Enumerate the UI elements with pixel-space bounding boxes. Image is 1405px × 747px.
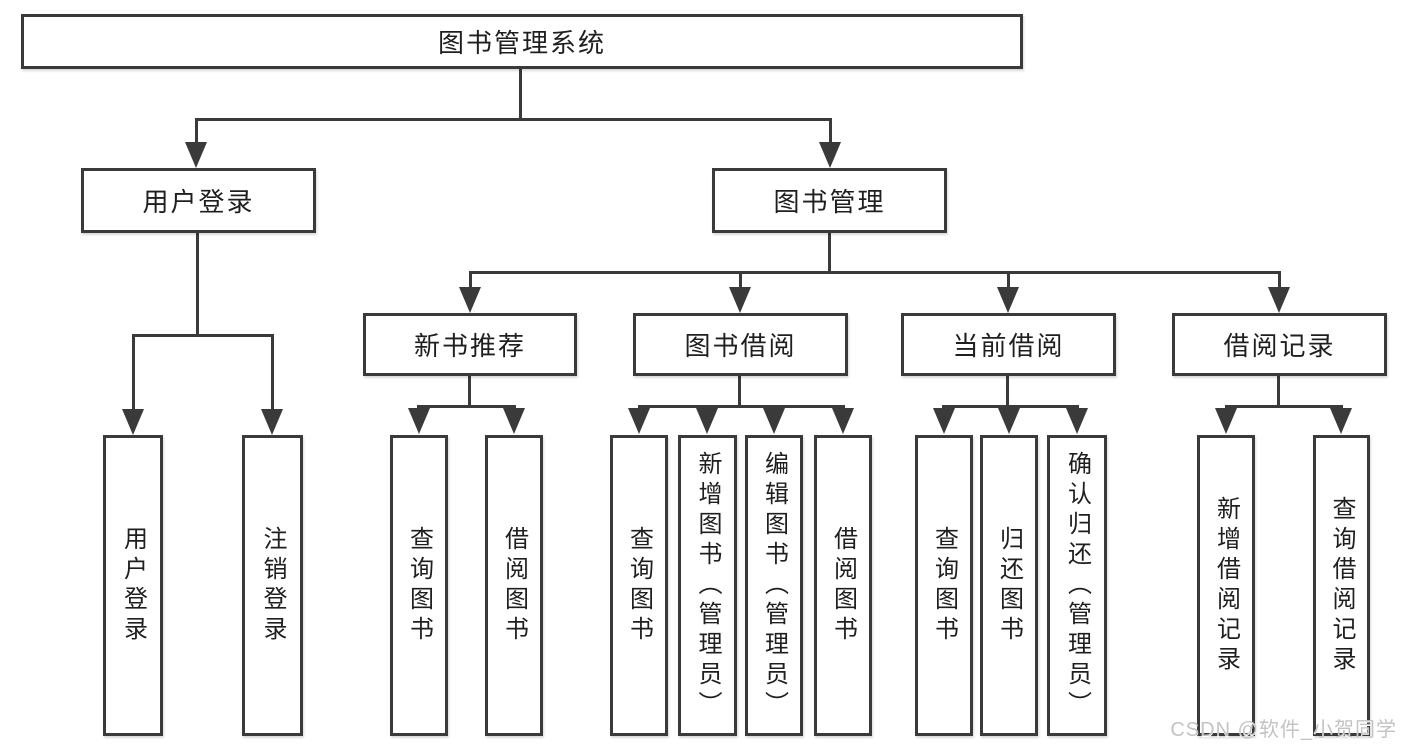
arrowhead-down [696, 408, 718, 434]
node-new-book-recommendation: 新书推荐 [363, 313, 577, 376]
node-user-login: 用户登录 [81, 168, 316, 233]
node-system-root: 图书管理系统 [21, 14, 1023, 69]
node-label: 编辑图书（管理员） [760, 450, 788, 721]
arrowhead-down [997, 287, 1019, 313]
leaf-query-books-current: 查询图书 [915, 435, 973, 736]
node-book-management: 图书管理 [712, 168, 947, 233]
node-current-borrowing: 当前借阅 [901, 313, 1116, 376]
connector-line [942, 405, 1079, 408]
node-label: 新增借阅记录 [1212, 495, 1240, 676]
arrowhead-down [729, 287, 751, 313]
connector-line [417, 405, 516, 408]
arrowhead-down [122, 409, 144, 435]
node-label: 新书推荐 [413, 331, 526, 361]
connector-line [1006, 376, 1009, 407]
arrowhead-down [763, 408, 785, 434]
connector-line [468, 376, 471, 407]
connector-line [828, 233, 831, 273]
leaf-add-books-admin: 新增图书（管理员） [678, 435, 737, 736]
connector-line [1225, 405, 1343, 408]
node-label: 确认归还（管理员） [1063, 450, 1091, 721]
connector-line [271, 336, 274, 411]
leaf-query-borrow-record: 查询借阅记录 [1313, 435, 1370, 736]
node-book-borrowing: 图书借阅 [633, 313, 848, 376]
connector-line [469, 273, 472, 288]
arrowhead-down [459, 287, 481, 313]
connector-line [829, 120, 832, 144]
node-label: 查询图书 [930, 525, 958, 646]
node-label: 当前借阅 [952, 331, 1065, 361]
node-label: 图书管理 [773, 187, 886, 217]
arrowhead-down [1330, 408, 1352, 434]
connector-line [132, 334, 274, 337]
leaf-confirm-return-admin: 确认归还（管理员） [1047, 435, 1107, 736]
node-label: 查询图书 [625, 525, 653, 646]
connector-line [469, 271, 1281, 274]
node-label: 归还图书 [995, 525, 1023, 646]
connector-line [1278, 273, 1281, 288]
node-label: 用户登录 [119, 525, 147, 646]
connector-line [196, 233, 199, 335]
arrowhead-down [933, 408, 955, 434]
arrowhead-down [503, 408, 525, 434]
arrowhead-down [261, 409, 283, 435]
node-label: 用户登录 [142, 187, 255, 217]
node-label: 图书管理系统 [437, 28, 606, 58]
node-label: 查询借阅记录 [1328, 495, 1355, 676]
arrowhead-down [185, 142, 207, 168]
node-borrowing-records: 借阅记录 [1172, 313, 1387, 376]
connector-line [195, 120, 198, 144]
arrowhead-down [1268, 287, 1290, 313]
connector-line [132, 336, 135, 411]
node-label: 图书借阅 [684, 331, 797, 361]
leaf-query-books-borrowing: 查询图书 [610, 435, 668, 736]
arrowhead-down [408, 408, 430, 434]
connector-line [1007, 273, 1010, 288]
arrowhead-down [819, 142, 841, 168]
node-label: 注销登录 [259, 525, 286, 646]
connector-line [195, 118, 832, 121]
arrowhead-down [998, 408, 1020, 434]
node-label: 借阅记录 [1223, 331, 1336, 361]
leaf-return-books: 归还图书 [980, 435, 1038, 736]
arrowhead-down [1066, 408, 1088, 434]
arrowhead-down [1215, 408, 1237, 434]
connector-line [738, 376, 741, 407]
connector-line [519, 69, 522, 120]
node-label: 新增图书（管理员） [694, 450, 721, 721]
arrowhead-down [832, 408, 854, 434]
leaf-user-login: 用户登录 [103, 435, 163, 736]
connector-line [638, 405, 845, 408]
leaf-add-borrow-record: 新增借阅记录 [1197, 435, 1255, 736]
leaf-borrow-books-borrowing: 借阅图书 [814, 435, 872, 736]
leaf-borrow-books-recommend: 借阅图书 [485, 435, 543, 736]
arrowhead-down [628, 408, 650, 434]
node-label: 借阅图书 [829, 525, 857, 646]
leaf-logout-login: 注销登录 [242, 435, 303, 736]
leaf-query-books-recommend: 查询图书 [390, 435, 448, 736]
csdn-watermark: CSDN @软件_小贺同学 [1170, 719, 1397, 741]
connector-line [1277, 376, 1280, 407]
node-label: 借阅图书 [500, 525, 528, 646]
connector-line [739, 273, 742, 288]
leaf-edit-books-admin: 编辑图书（管理员） [745, 435, 803, 736]
node-label: 查询图书 [405, 525, 433, 646]
